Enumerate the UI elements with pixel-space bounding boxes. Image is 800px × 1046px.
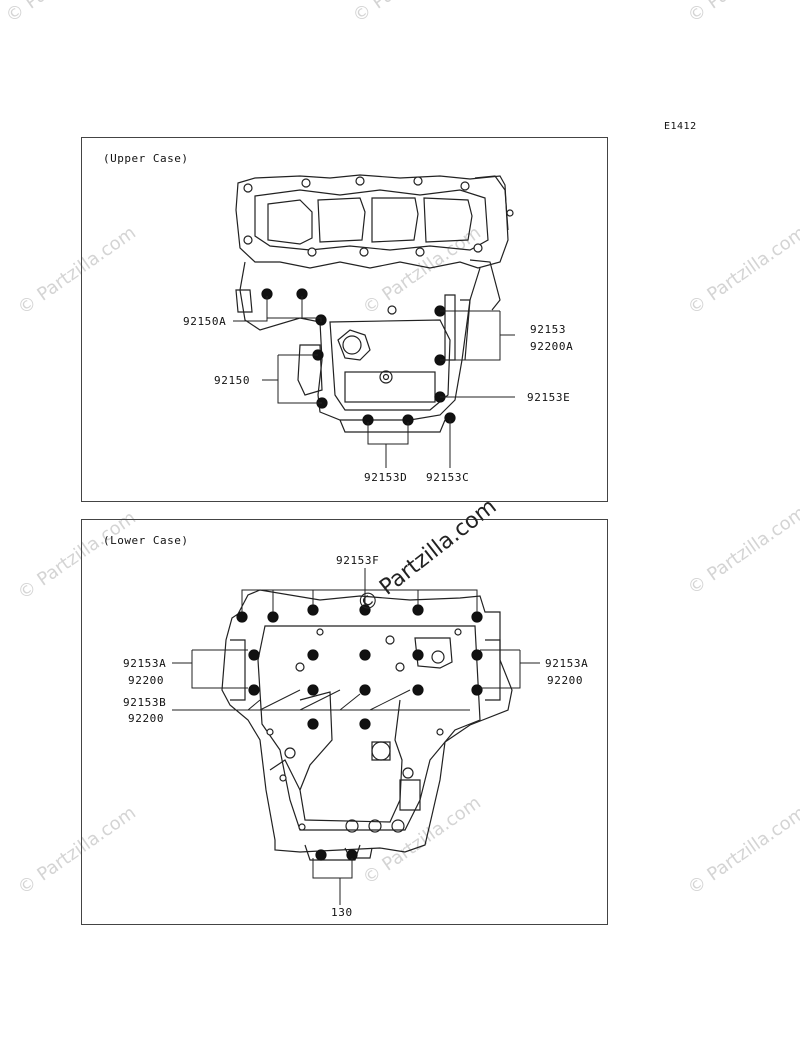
part-label: 92150A [183,315,227,328]
lower-bolts [236,604,483,861]
part-label: 92153A [123,657,167,670]
part-label: 92200A [530,340,574,353]
part-label: 92153C [426,471,470,484]
lower-case-panel [81,519,608,925]
diagram-code: E1412 [664,121,697,132]
part-label: 130 [331,906,353,919]
upper-crankcase-drawing [235,174,509,433]
part-label: 92200 [128,674,165,687]
part-label: 92153A [545,657,589,670]
part-label: 92153 [530,323,567,336]
part-label: 92153F [336,554,380,567]
lower-leader-lines [172,568,540,905]
part-label: 92150 [214,374,251,387]
lower-case-title: (Lower Case) [103,534,189,547]
lower-bolt-holes [266,628,462,831]
upper-case-title: (Upper Case) [103,152,189,165]
upper-bolt-holes [243,176,514,257]
upper-leader-lines [233,296,515,468]
part-label: 92153E [527,391,571,404]
part-label: 92200 [547,674,584,687]
upper-bolts [261,288,456,426]
part-label: 92153D [364,471,408,484]
upper-case-panel [81,137,608,502]
part-label: 92153B [123,696,167,709]
part-label: 92200 [128,712,165,725]
